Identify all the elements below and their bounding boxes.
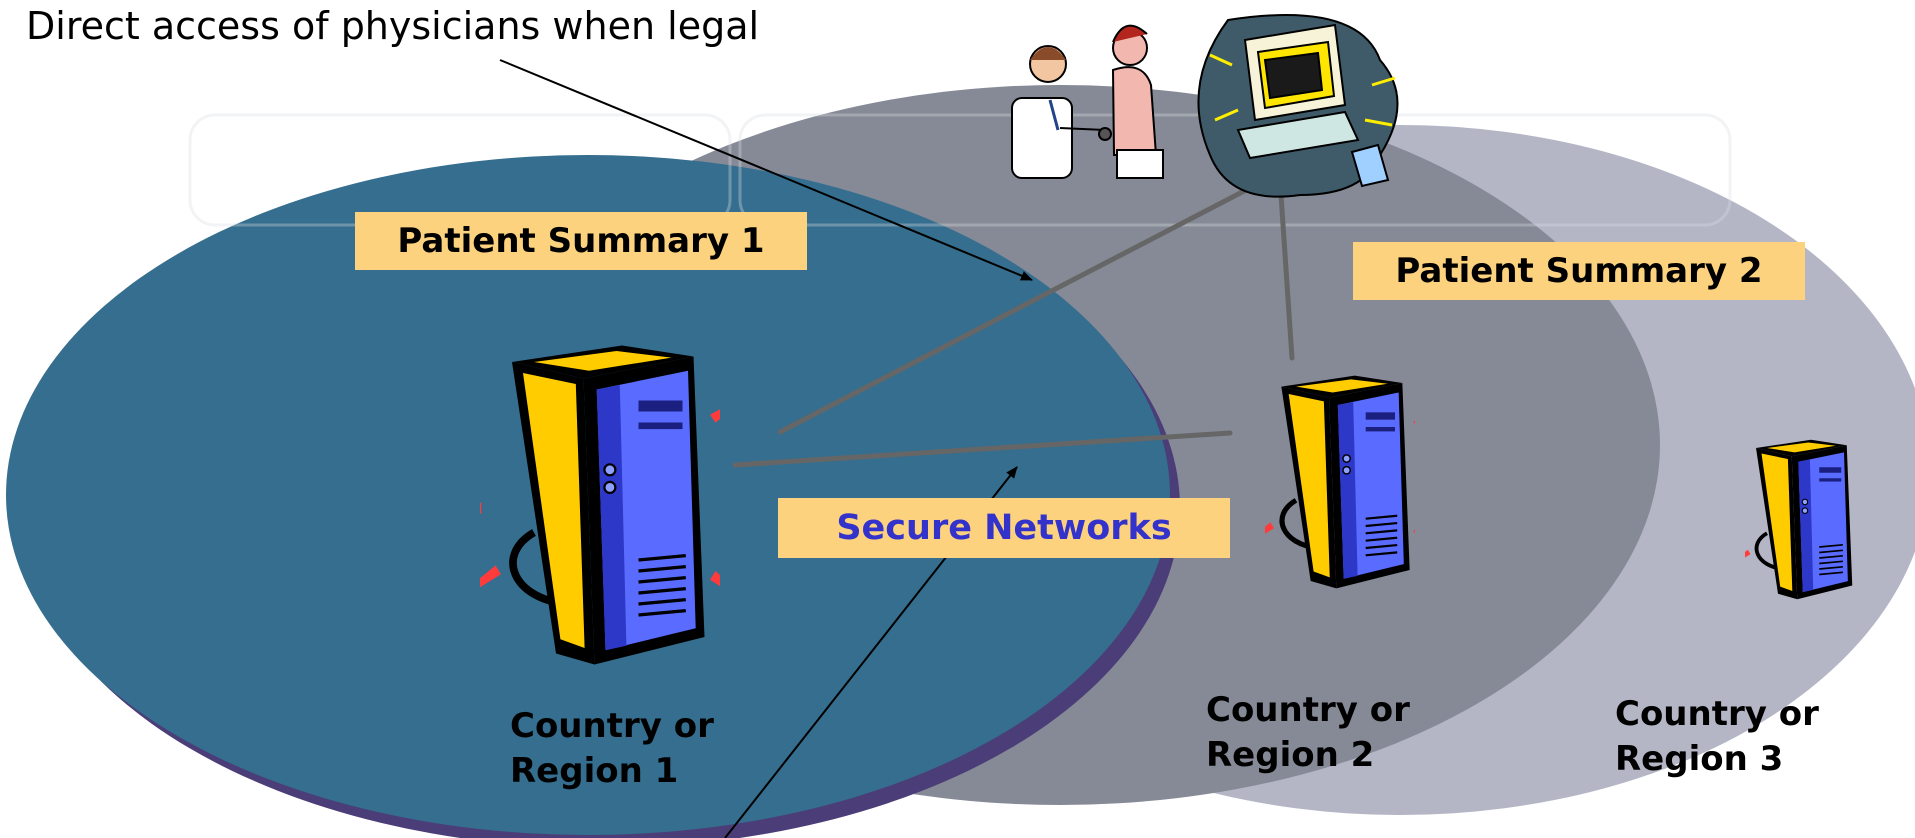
network-links	[732, 172, 1295, 468]
patient-icon	[1111, 24, 1164, 179]
region-1-label: Country or Region 1	[510, 704, 714, 794]
patient-summary-2-label: Patient Summary 2	[1353, 242, 1805, 300]
network-link-2-terminal	[1277, 177, 1295, 361]
region-2-line2: Region 2	[1206, 735, 1375, 775]
network-link-1-terminal	[777, 172, 1278, 435]
access-caption: Direct access of physicians when legal	[26, 4, 760, 48]
region-3-label: Country or Region 3	[1615, 692, 1819, 782]
physician-icon	[1011, 45, 1112, 179]
region-3-line1: Country or	[1615, 694, 1819, 734]
region-2-label: Country or Region 2	[1206, 688, 1410, 778]
access-arrow	[499, 59, 1033, 281]
region-3-line2: Region 3	[1615, 739, 1784, 779]
computer-terminal-icon	[1197, 14, 1399, 198]
region-1-line2: Region 1	[510, 751, 679, 791]
secure-networks-label: Secure Networks	[778, 498, 1230, 558]
network-link-1-2	[732, 430, 1233, 468]
region-2-line1: Country or	[1206, 690, 1410, 730]
patient-summary-1-label: Patient Summary 1	[355, 212, 807, 270]
region-1-line1: Country or	[510, 706, 714, 746]
